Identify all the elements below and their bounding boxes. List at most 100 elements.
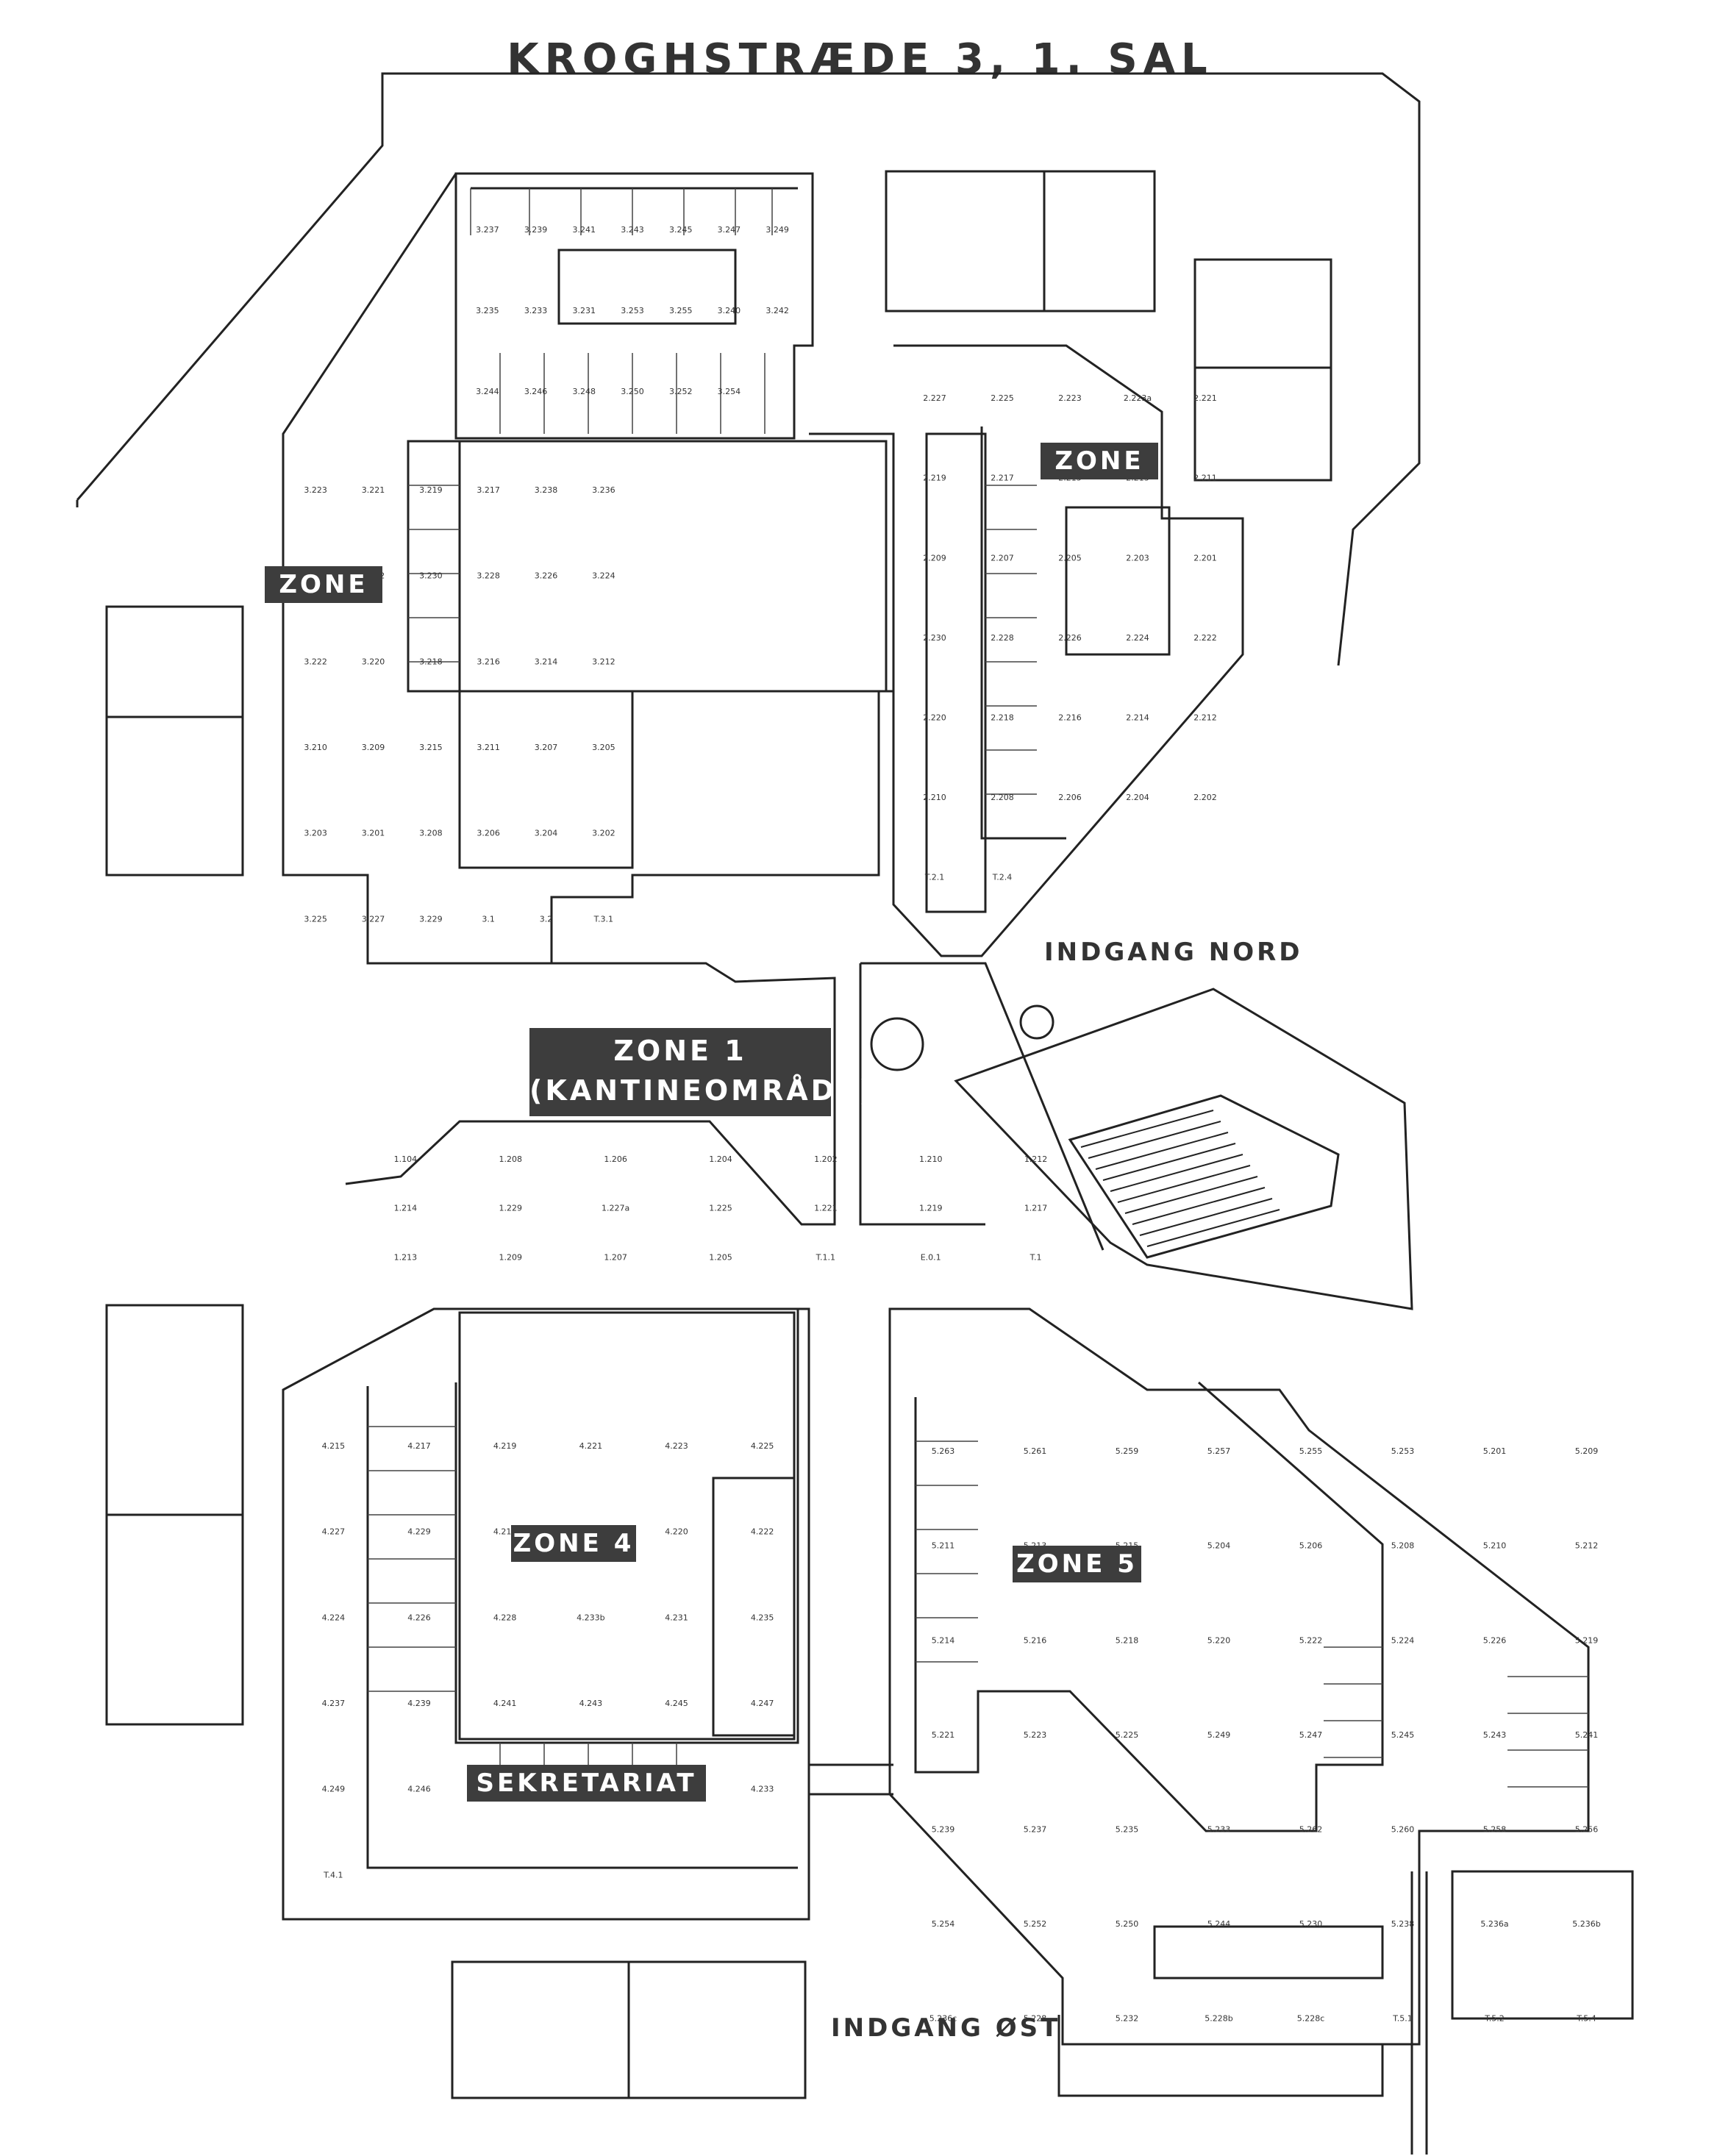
room-number: 1.212 (1024, 1154, 1048, 1164)
room-number: 3.221 (362, 485, 385, 495)
room-number: 5.258 (1483, 1824, 1507, 1834)
room-number: 5.210 (1483, 1541, 1507, 1551)
room-number: 2.216 (1058, 713, 1082, 722)
room-number: 1.206 (604, 1154, 627, 1164)
room-number: 5.228 (1024, 2014, 1047, 2024)
room-number: 5.201 (1483, 1446, 1507, 1456)
zone2-block (925, 432, 987, 913)
room-number: T.4.1 (323, 1870, 343, 1880)
room-number: 3.255 (669, 306, 693, 315)
room-number: 2.204 (1126, 793, 1149, 802)
room-number: 5.239 (932, 1824, 955, 1834)
zone3-inner (407, 440, 461, 693)
room-number: 5.247 (1299, 1730, 1323, 1740)
room-number: 3.209 (362, 743, 385, 752)
room-number: 5.223 (1024, 1730, 1047, 1740)
room-number: 3.202 (592, 829, 615, 838)
sekretariat-label: SEKRETARIAT (467, 1765, 706, 1802)
room-number: 1.221 (814, 1204, 838, 1213)
room-number: 2.211 (1193, 474, 1217, 483)
room-number: 3.239 (524, 225, 548, 235)
right-annex-top-2 (1193, 258, 1332, 482)
left-annex-bottom-2 (105, 1513, 244, 1726)
room-number: 5.214 (932, 1635, 955, 1645)
room-number: 5.225 (1116, 1730, 1139, 1740)
room-number: 3.203 (304, 829, 327, 838)
room-number: T.5.2 (1484, 2014, 1504, 2024)
room-number: 4.231 (665, 1613, 688, 1622)
zone3-outline (282, 173, 895, 965)
room-number: 2.203 (1126, 553, 1149, 563)
room-number: 5.253 (1391, 1446, 1415, 1456)
room-number: 4.217 (407, 1441, 431, 1451)
zone-3-label: ZONE 3 (265, 566, 382, 636)
room-number: 2.224 (1126, 633, 1149, 643)
room-number: 5.211 (932, 1541, 955, 1551)
room-number: 1.225 (709, 1204, 732, 1213)
room-number: 4.226 (407, 1613, 431, 1622)
room-number: T.2.1 (924, 873, 944, 882)
room-number: 5.212 (1575, 1541, 1599, 1551)
room-number: 3.212 (592, 657, 615, 666)
room-number: 2.212 (1193, 713, 1217, 722)
room-number: 5.220 (1207, 1635, 1231, 1645)
room-number: 3.244 (476, 387, 499, 396)
room-number: 3.226 (535, 571, 558, 581)
room-number: 3.245 (669, 225, 693, 235)
left-annex-top (105, 605, 244, 877)
room-number: 4.233 (751, 1785, 774, 1794)
room-number: 2.207 (991, 553, 1014, 563)
room-number: 1.229 (499, 1204, 523, 1213)
top-wing-outline (454, 172, 814, 440)
room-number: 1.207 (604, 1252, 627, 1262)
room-number: 5.260 (1391, 1824, 1415, 1834)
room-number: 3.211 (477, 743, 500, 752)
room-number: 3.208 (419, 829, 443, 838)
room-number: 3.229 (419, 914, 443, 924)
room-number: 5.250 (1116, 1919, 1139, 1929)
room-number: 3.240 (718, 306, 741, 315)
zone4-inner-block (712, 1477, 796, 1737)
room-number: 3.223 (304, 485, 327, 495)
room-number: 2.208 (991, 793, 1014, 802)
room-number: 3.252 (669, 387, 693, 396)
page-title: KROGHSTRÆDE 3, 1. SAL (507, 35, 1213, 83)
room-number: 1.209 (499, 1252, 523, 1262)
room-number: 3.247 (718, 225, 741, 235)
room-number: 2.209 (923, 553, 946, 563)
room-number: 4.221 (579, 1441, 603, 1451)
room-number: 3.217 (477, 485, 500, 495)
room-number: 2.227 (923, 393, 946, 403)
room-number: 4.216 (493, 1527, 517, 1537)
room-number: 5.263 (932, 1446, 955, 1456)
room-number: 5.204 (1207, 1541, 1231, 1551)
room-number: 3.225 (304, 914, 327, 924)
room-number: 3.224 (592, 571, 615, 581)
zone-4-label: ZONE 4 (511, 1525, 636, 1562)
room-number: 1.219 (919, 1204, 943, 1213)
room-number: 3.254 (718, 387, 741, 396)
room-number: T.1 (1029, 1252, 1042, 1262)
room-number: 3.207 (535, 743, 558, 752)
room-number: 3.237 (476, 225, 499, 235)
room-number: 3.233 (524, 306, 548, 315)
room-number: 5.237 (1024, 1824, 1047, 1834)
room-number: 3.220 (362, 657, 385, 666)
room-number: 2.222 (1193, 633, 1217, 643)
room-number: T.3.1 (593, 914, 613, 924)
room-number: 5.219 (1575, 1635, 1599, 1645)
room-number: 3.231 (573, 306, 596, 315)
room-number: 2.230 (923, 633, 946, 643)
room-number: 5.235 (1116, 1824, 1139, 1834)
room-number: 5.221 (932, 1730, 955, 1740)
zone5-outline (888, 1307, 1590, 2046)
room-number: 5.257 (1207, 1446, 1231, 1456)
room-number: 5.243 (1483, 1730, 1507, 1740)
room-number: 5.236b (1572, 1919, 1600, 1929)
room-number: 3.246 (524, 387, 548, 396)
room-number: 5.255 (1299, 1446, 1323, 1456)
room-number: 5.222 (1299, 1635, 1323, 1645)
room-number: 5.252 (1024, 1919, 1047, 1929)
room-number: 4.219 (493, 1441, 517, 1451)
room-number: 5.230 (1299, 1919, 1323, 1929)
